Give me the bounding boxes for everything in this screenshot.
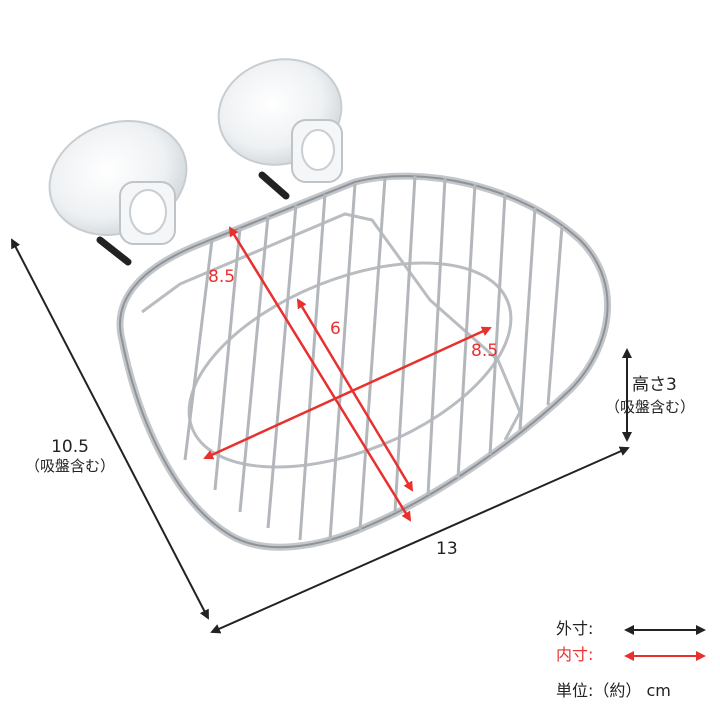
suction-cup-left — [48, 120, 188, 266]
inner-diag-arrow-2 — [203, 326, 492, 460]
suction-cup-right — [217, 58, 343, 200]
outer-width-arrow — [210, 446, 630, 634]
wire-basket — [116, 172, 612, 551]
unit-label: 単位:（約） cm — [556, 681, 671, 700]
inner-depth-arrow — [296, 298, 414, 492]
height-value: 高さ3 — [632, 375, 677, 395]
outer-depth-arrow — [11, 238, 209, 620]
inner-diag-2-value: 8.5 — [471, 341, 499, 361]
outer-depth-label: 10.5 （吸盤含む） — [10, 437, 130, 475]
height-note: （吸盤含む） — [605, 398, 696, 416]
legend-inner-label: 内寸: — [556, 645, 594, 664]
outer-depth-note: （吸盤含む） — [24, 456, 115, 475]
outer-width-value: 13 — [436, 539, 458, 559]
inner-depth-value: 6 — [330, 319, 341, 339]
legend-outer-label: 外寸: — [556, 619, 594, 638]
inner-diag-1-value: 8.5 — [208, 267, 236, 287]
outer-depth-value: 10.5 — [51, 437, 89, 457]
